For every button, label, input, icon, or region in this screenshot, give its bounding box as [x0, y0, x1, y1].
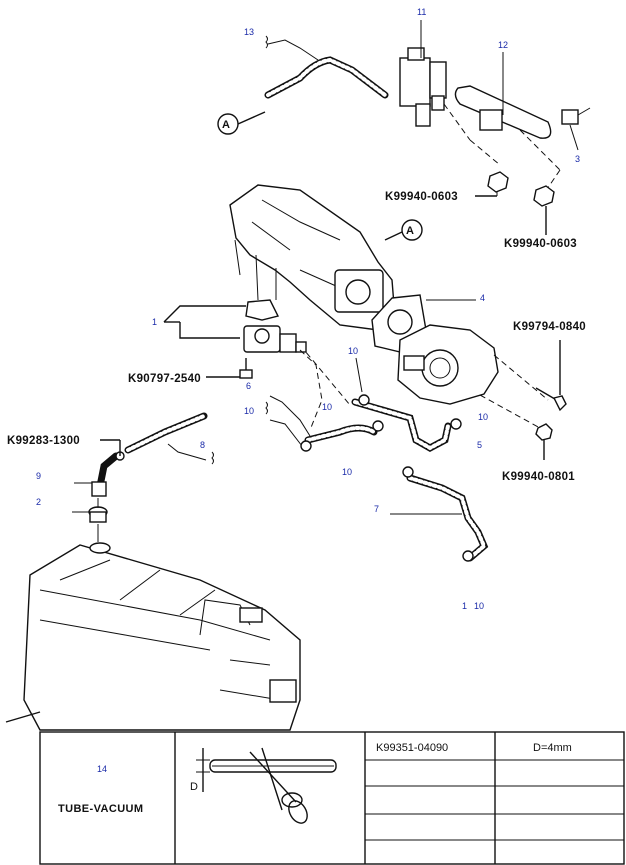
- partno-0801: K99940-0801: [502, 471, 575, 483]
- callout-1: 1: [152, 317, 157, 327]
- fitting-9: [74, 451, 125, 497]
- nut-0603a: [475, 171, 509, 197]
- callout-3: 3: [575, 154, 580, 164]
- partno-0603-left: K99940-0603: [385, 191, 458, 203]
- callout-10d: 10: [478, 412, 488, 422]
- callout-14: 14: [97, 764, 107, 774]
- clamps-10: [300, 357, 474, 562]
- callout-4: 4: [480, 293, 485, 303]
- nut-0801: [535, 423, 553, 460]
- top-assembly: A: [217, 20, 591, 235]
- callout-11: 11: [417, 7, 426, 17]
- svg-text:A: A: [222, 119, 230, 131]
- part-number-cell: K99351-04090: [376, 742, 448, 754]
- callout-10a: 10: [348, 346, 358, 356]
- item-name: TUBE-VACUUM: [58, 803, 143, 815]
- spec-cell: D=4mm: [533, 742, 572, 754]
- ref-marker-a-top: A: [217, 111, 266, 135]
- bracket-12: [443, 52, 561, 193]
- callout-10f: 10: [474, 601, 484, 611]
- callout-8: 8: [200, 440, 205, 450]
- callout-5: 5: [477, 440, 482, 450]
- bolt-0840: [535, 340, 567, 412]
- callout-13: 13: [244, 27, 254, 37]
- connector-3: [561, 107, 591, 151]
- solenoid-valve-11: [399, 20, 447, 127]
- hose-set: [124, 349, 489, 562]
- partno-0840: K99794-0840: [513, 321, 586, 333]
- isc-valve-1: [163, 299, 307, 353]
- cap-2: [72, 506, 108, 523]
- callout-10b: 10: [244, 406, 254, 416]
- callout-12: 12: [498, 40, 508, 50]
- callout-9: 9: [36, 471, 41, 481]
- callout-2: 2: [36, 497, 41, 507]
- callout-10c: 10: [322, 402, 332, 412]
- partno-2540: K90797-2540: [128, 373, 201, 385]
- spec-table: 14 TUBE-VACUUM D K99351-04090 D=4mm: [39, 731, 625, 865]
- callout-7: 7: [374, 504, 379, 514]
- ref-marker-a-mid: A: [384, 219, 423, 241]
- callout-10e: 10: [342, 467, 352, 477]
- partno-0603-right: K99940-0603: [504, 238, 577, 250]
- svg-text:A: A: [406, 225, 414, 237]
- tube-cut-illustration: D: [190, 747, 337, 824]
- throttle-body: [299, 324, 549, 429]
- callout-1-lower: 1: [462, 601, 467, 611]
- bolt-6: [206, 358, 253, 379]
- hose-5: [351, 398, 452, 452]
- dimension-label: D: [190, 781, 198, 793]
- callout-6: 6: [246, 381, 251, 391]
- engine-block: [5, 542, 301, 731]
- partno-1300: K99283-1300: [7, 435, 80, 447]
- vacuum-hose-13: [264, 56, 389, 99]
- nut-0603b: [533, 185, 555, 235]
